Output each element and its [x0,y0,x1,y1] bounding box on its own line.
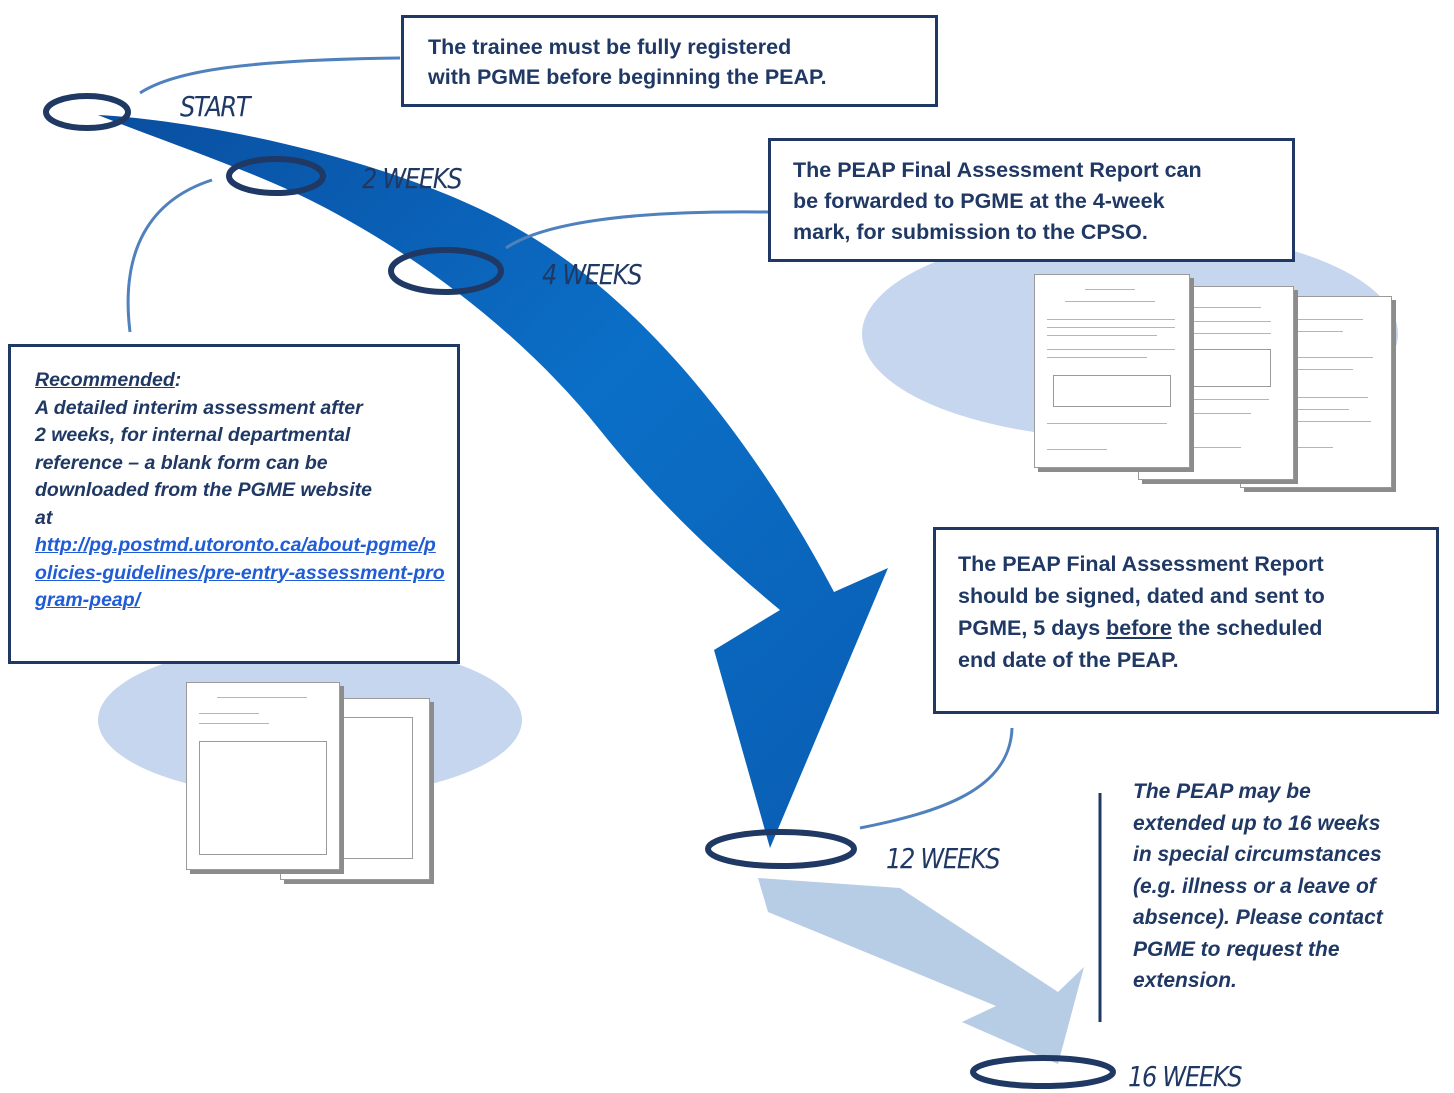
emphasis-before: before [1106,616,1172,640]
note-text-line: The trainee must be fully registered [428,35,792,59]
note-registration: The trainee must be fully registered wit… [401,15,938,107]
note-text-line: should be signed, dated and sent to [958,584,1325,608]
connector-12wk [859,727,1014,830]
note-text-line: end date of the PEAP. [958,648,1179,672]
note-text-line: (e.g. illness or a leave of [1133,874,1376,898]
note-text-line: with PGME before beginning the PEAP. [428,65,827,89]
ring-4wk [388,247,504,295]
note-final-report: The PEAP Final Assessment Report should … [933,527,1439,714]
connector-2wk [126,178,213,333]
extension-arrow [758,878,1084,1064]
note-text-line: A detailed interim assessment after [35,396,363,419]
note-four-week: The PEAP Final Assessment Report can be … [768,138,1295,262]
note-recommended: Recommended: A detailed interim assessme… [8,344,460,664]
note-text-line: 2 weeks, for internal departmental [35,424,351,446]
label-12-weeks: 12 WEEKS [886,842,1001,875]
note-text-line: The PEAP may be [1133,780,1311,803]
ring-12wk [705,829,857,869]
document-thumbnail [186,682,340,870]
note-text-line: extension. [1133,969,1237,992]
note-text-line: extended up to 16 weeks [1133,811,1381,835]
ring-start [43,93,131,131]
document-thumbnail [1034,274,1190,468]
connector-4wk [505,210,769,250]
peap-form-link[interactable]: http://pg.postmd.utoronto.ca/about-pgme/… [35,534,445,611]
note-text-fragment: PGME, 5 days [958,616,1107,640]
note-text-line: reference – a blank form can be [35,451,328,474]
note-text-line: PGME to request the [1133,937,1340,961]
note-text-line: at [35,506,53,529]
note-text-line: mark, for submission to the CPSO. [793,220,1148,244]
label-16-weeks: 16 WEEKS [1128,1060,1243,1093]
label-4-weeks: 4 WEEKS [542,258,643,291]
recommended-heading: Recommended [35,369,175,391]
note-text-line: be forwarded to PGME at the 4-week [793,189,1165,213]
note-text-line: The PEAP Final Assessment Report [958,552,1324,576]
note-text-line: The PEAP Final Assessment Report can [793,158,1202,182]
note-extension: The PEAP may be extended up to 16 weeks … [1133,776,1453,997]
note-text-line: downloaded from the PGME website [35,479,372,501]
label-2-weeks: 2 WEEKS [362,162,463,195]
label-start: START [180,90,251,123]
ring-16wk [970,1055,1116,1089]
ring-2wk [226,156,326,196]
note-text-line: absence). Please contact [1133,906,1383,929]
recommended-heading-colon: : [174,369,182,391]
note-text-line: in special circumstances [1133,843,1382,866]
note-text-fragment: the scheduled [1171,616,1323,640]
connector-start [139,56,401,95]
